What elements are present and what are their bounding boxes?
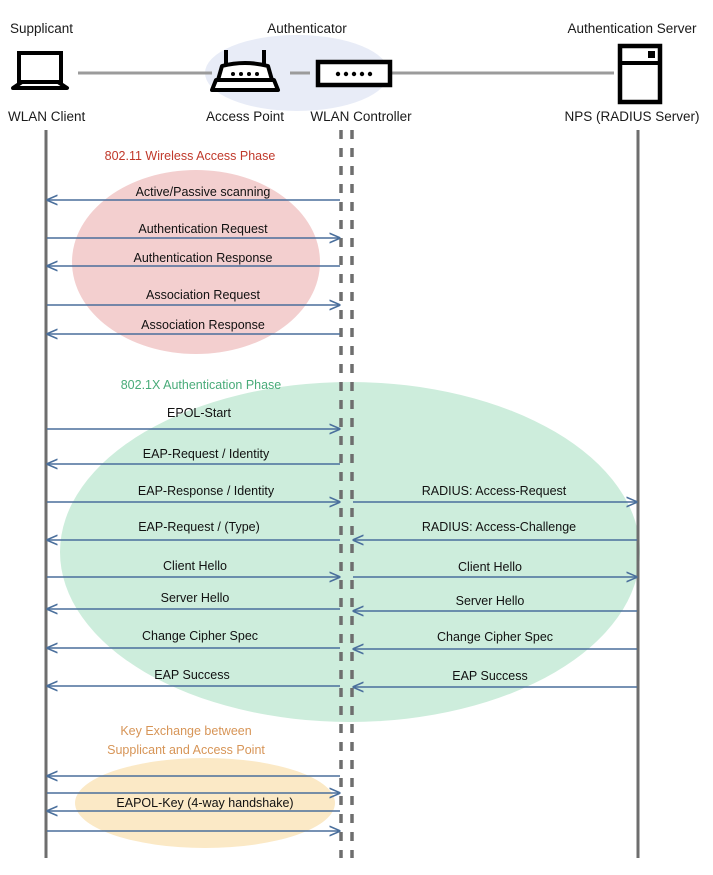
label-eapol-key-handshake: EAPOL-Key (4-way handshake)	[116, 796, 293, 810]
wlan-controller-icon	[315, 59, 393, 88]
label-eap-response-identity: EAP-Response / Identity	[138, 484, 275, 498]
label-epol-start: EPOL-Start	[167, 406, 231, 420]
actor-role-authenticator: Authenticator	[267, 21, 347, 36]
laptop-icon	[11, 51, 69, 90]
server-icon	[617, 43, 663, 105]
actor-role-supplicant: Supplicant	[10, 21, 73, 36]
phase-label-key-exchange-line2: Supplicant and Access Point	[107, 743, 265, 757]
message-arrows-phase-80211	[47, 200, 340, 334]
label-active-passive-scanning: Active/Passive scanning	[136, 185, 271, 199]
label-eap-success-right: EAP Success	[452, 669, 528, 683]
label-authentication-request: Authentication Request	[138, 222, 268, 236]
label-eap-request-identity: EAP-Request / Identity	[143, 447, 270, 461]
phase-ellipse-key	[75, 758, 335, 848]
actor-device-nps-radius-server: NPS (RADIUS Server)	[564, 109, 699, 124]
label-change-cipher-spec-left: Change Cipher Spec	[142, 629, 258, 643]
actor-role-authentication-server: Authentication Server	[567, 21, 697, 36]
label-server-hello-left: Server Hello	[161, 591, 230, 605]
label-association-response: Association Response	[141, 318, 265, 332]
actor-device-wlan-controller: WLAN Controller	[310, 109, 412, 124]
message-arrows-phase-key-exchange	[47, 776, 340, 831]
phase-label-8021x: 802.1X Authentication Phase	[121, 378, 282, 392]
label-eap-success-left: EAP Success	[154, 668, 230, 682]
message-arrows-phase-8021x-left	[47, 429, 340, 686]
label-client-hello-right: Client Hello	[458, 560, 522, 574]
actor-device-access-point: Access Point	[206, 109, 284, 124]
label-radius-access-challenge: RADIUS: Access-Challenge	[422, 520, 576, 534]
label-eap-request-type: EAP-Request / (Type)	[138, 520, 260, 534]
access-point-icon	[210, 50, 280, 92]
phase-ellipse-80211	[72, 170, 320, 354]
label-client-hello-left: Client Hello	[163, 559, 227, 573]
label-association-request: Association Request	[146, 288, 260, 302]
label-server-hello-right: Server Hello	[456, 594, 525, 608]
label-authentication-response: Authentication Response	[134, 251, 273, 265]
message-arrows-phase-8021x-right	[353, 502, 637, 687]
phase-label-key-exchange-line1: Key Exchange between	[120, 724, 251, 738]
label-change-cipher-spec-right: Change Cipher Spec	[437, 630, 553, 644]
label-radius-access-request: RADIUS: Access-Request	[422, 484, 567, 498]
phase-ellipse-8021x	[60, 382, 640, 722]
phase-label-80211: 802.11 Wireless Access Phase	[105, 149, 276, 163]
actor-device-wlan-client: WLAN Client	[8, 109, 86, 124]
